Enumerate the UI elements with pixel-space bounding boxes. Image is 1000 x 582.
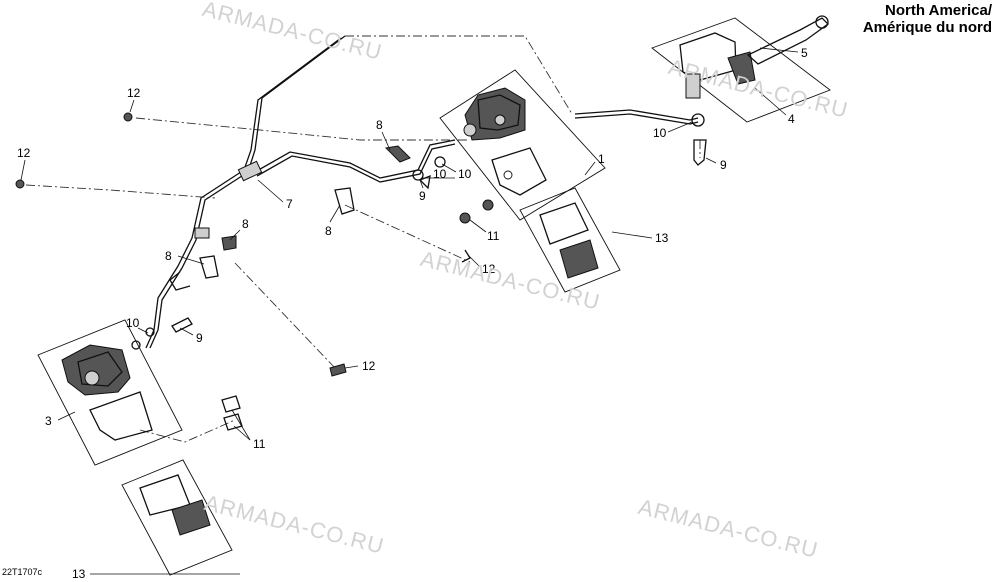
- leader-lines: [20, 47, 799, 575]
- region-label-line-2: Amérique du nord: [862, 19, 992, 36]
- callout-7: 7: [286, 197, 293, 211]
- callout-12: 12: [17, 146, 31, 160]
- front-caliper: [439, 69, 606, 221]
- master-cylinder: [651, 15, 831, 123]
- callouts: 12 12 8 7 8 8 8 10 9 10 1 11 12 13 5 4 1…: [17, 46, 808, 581]
- callout-8: 8: [325, 224, 332, 238]
- callout-12: 12: [127, 86, 141, 100]
- region-label: North America/ Amérique du nord: [863, 2, 992, 36]
- callout-11: 11: [253, 437, 266, 451]
- region-label-line-1: North America/: [885, 2, 992, 19]
- callout-4: 4: [788, 112, 795, 126]
- callout-8: 8: [376, 118, 383, 132]
- front-pads: [519, 187, 621, 293]
- callout-10: 10: [433, 167, 447, 181]
- callout-1: 1: [598, 152, 605, 166]
- callout-5: 5: [801, 46, 808, 60]
- callout-10: 10: [653, 126, 667, 140]
- callout-11: 11: [487, 229, 500, 243]
- callout-10: 10: [126, 316, 140, 330]
- callout-3: 3: [45, 414, 52, 428]
- callout-10: 10: [458, 167, 472, 181]
- rear-caliper: [37, 319, 183, 466]
- callout-9: 9: [720, 158, 727, 172]
- brake-hose-assembly: [145, 35, 699, 349]
- callout-8: 8: [242, 217, 249, 231]
- callout-9: 9: [196, 331, 203, 345]
- rear-pads: [121, 459, 233, 576]
- callout-12: 12: [482, 262, 496, 276]
- callout-8: 8: [165, 249, 172, 263]
- callout-13: 13: [655, 231, 669, 245]
- callout-12: 12: [362, 359, 376, 373]
- hose-clamps: [199, 145, 411, 279]
- diagram-code: 22T1707c: [2, 567, 43, 577]
- callout-13: 13: [72, 567, 86, 581]
- dashed-reference-lines: [25, 35, 701, 443]
- callout-9: 9: [419, 189, 426, 203]
